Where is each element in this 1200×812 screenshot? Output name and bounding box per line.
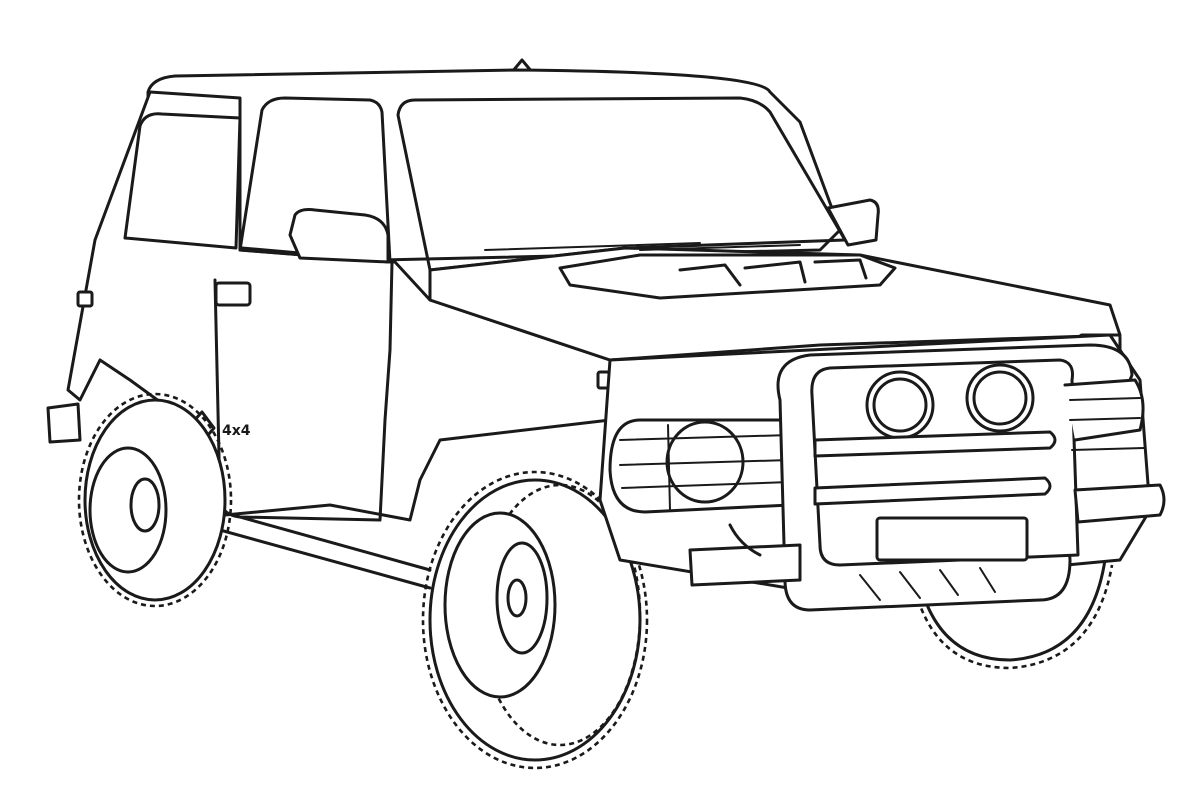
skid-plate <box>859 567 996 601</box>
side-mirror-right <box>826 198 880 247</box>
bull-bar-tube-1 <box>813 430 1057 458</box>
door-handle <box>214 281 252 307</box>
rear-bumper <box>46 402 82 444</box>
rear-wheel <box>77 392 233 608</box>
front-bumper-right <box>1073 483 1166 524</box>
aux-light-left-inner <box>872 377 928 433</box>
license-plate <box>875 516 1029 562</box>
fuel-cap <box>76 290 94 308</box>
rear-window <box>123 112 242 250</box>
hood-vent-1 <box>678 263 742 287</box>
door-window <box>238 96 392 264</box>
side-mirror-left <box>288 208 390 264</box>
front-left-wheel <box>421 470 649 770</box>
left-headlight-guard <box>608 418 792 514</box>
roof-antenna <box>510 58 534 74</box>
hood-scoop <box>558 253 897 300</box>
bull-bar-tube-2 <box>813 476 1052 506</box>
hood-vent-2 <box>743 260 807 284</box>
aux-light-right <box>965 363 1035 433</box>
windshield <box>396 96 847 272</box>
wiper <box>484 242 801 251</box>
aux-light-left <box>865 370 935 440</box>
front-bumper <box>688 543 802 587</box>
right-headlight-guard <box>1063 378 1146 451</box>
running-board <box>213 508 432 590</box>
aux-light-right-inner <box>972 370 1028 426</box>
hood-vent-3 <box>813 258 868 280</box>
door-badge: 4x4 <box>222 423 251 439</box>
tow-hook <box>728 523 762 557</box>
